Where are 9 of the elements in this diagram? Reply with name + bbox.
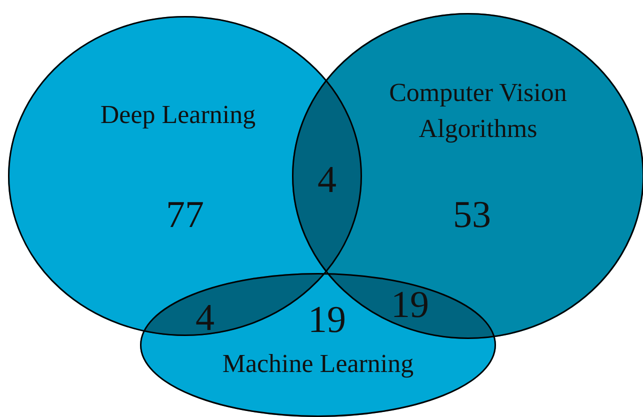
region-count: 77 bbox=[166, 196, 204, 234]
region-count: 53 bbox=[453, 196, 491, 234]
set-label: Deep Learning bbox=[99, 99, 257, 131]
set-label: Machine Learning bbox=[221, 348, 415, 380]
region-count: 19 bbox=[391, 286, 429, 324]
region-count: 4 bbox=[196, 299, 214, 337]
region-count: 19 bbox=[308, 301, 346, 339]
set-label: Computer Vision Algorithms bbox=[388, 77, 568, 146]
region-count: 4 bbox=[318, 161, 336, 199]
